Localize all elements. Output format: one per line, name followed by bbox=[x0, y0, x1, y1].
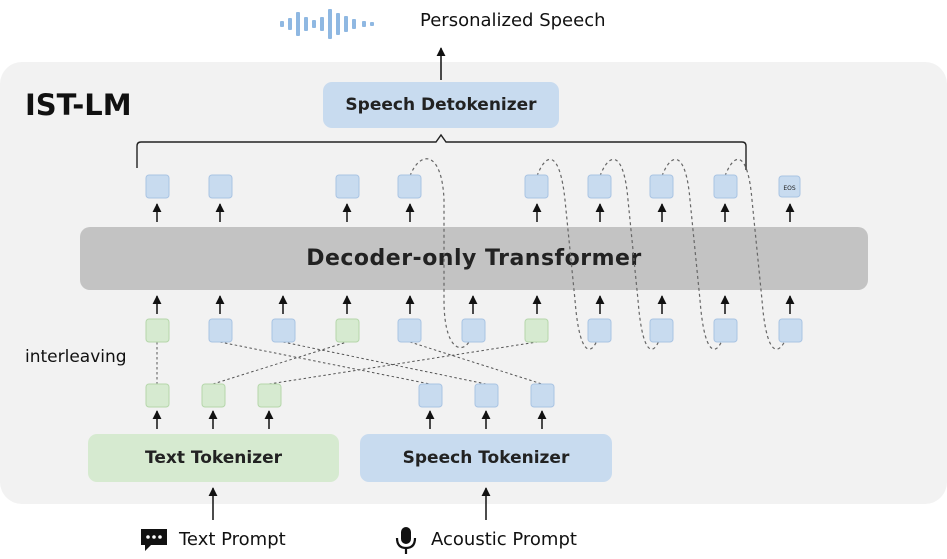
microphone-icon bbox=[393, 525, 419, 555]
text-token bbox=[145, 383, 170, 408]
output-token bbox=[397, 174, 422, 199]
prompt-arrows bbox=[208, 487, 491, 520]
output-bracket bbox=[136, 133, 747, 170]
tokenizer-output-tokens bbox=[145, 383, 555, 408]
tokenizer-arrows bbox=[152, 410, 547, 429]
output-token bbox=[587, 174, 612, 199]
chat-icon bbox=[139, 527, 169, 553]
speech-detokenizer-label: Speech Detokenizer bbox=[345, 95, 537, 115]
output-label: Personalized Speech bbox=[420, 10, 606, 31]
text-token bbox=[201, 383, 226, 408]
speech-detokenizer-box: Speech Detokenizer bbox=[323, 82, 559, 128]
speech-tokenizer-label: Speech Tokenizer bbox=[402, 448, 570, 468]
speech-token bbox=[397, 318, 422, 343]
interleaving-label: interleaving bbox=[25, 347, 127, 367]
transformer-label: Decoder-only Transformer bbox=[306, 246, 642, 271]
transformer-box: Decoder-only Transformer bbox=[80, 227, 868, 290]
eos-token bbox=[778, 175, 801, 198]
speech-token bbox=[530, 383, 555, 408]
speech-token bbox=[418, 383, 443, 408]
eos-label: EOS bbox=[783, 185, 796, 192]
output-arrows bbox=[152, 203, 795, 222]
output-tokens: EOS bbox=[145, 174, 801, 199]
speech-token bbox=[778, 318, 803, 343]
output-token bbox=[649, 174, 674, 199]
text-tokenizer-label: Text Tokenizer bbox=[144, 448, 282, 468]
model-title: IST-LM bbox=[25, 88, 132, 122]
output-token bbox=[713, 174, 738, 199]
text-token bbox=[257, 383, 282, 408]
output-token bbox=[335, 174, 360, 199]
speech-token bbox=[208, 318, 233, 343]
interleaved-tokens bbox=[145, 318, 803, 343]
waveform-icon bbox=[278, 6, 394, 42]
speech-token bbox=[271, 318, 296, 343]
text-token bbox=[524, 318, 549, 343]
interleaving-lines bbox=[156, 341, 543, 385]
output-token bbox=[524, 174, 549, 199]
text-token bbox=[145, 318, 170, 343]
speech-token bbox=[587, 318, 612, 343]
output-token bbox=[208, 174, 233, 199]
acoustic-prompt-label: Acoustic Prompt bbox=[431, 529, 577, 550]
text-prompt-label: Text Prompt bbox=[179, 529, 286, 550]
text-tokenizer-box: Text Tokenizer bbox=[88, 434, 339, 482]
output-token bbox=[145, 174, 170, 199]
speech-token bbox=[713, 318, 738, 343]
speech-token bbox=[461, 318, 486, 343]
text-token bbox=[335, 318, 360, 343]
speech-token bbox=[649, 318, 674, 343]
speech-tokenizer-box: Speech Tokenizer bbox=[360, 434, 612, 482]
autoregressive-loops bbox=[409, 158, 790, 350]
speech-token bbox=[474, 383, 499, 408]
input-arrows bbox=[152, 295, 795, 314]
